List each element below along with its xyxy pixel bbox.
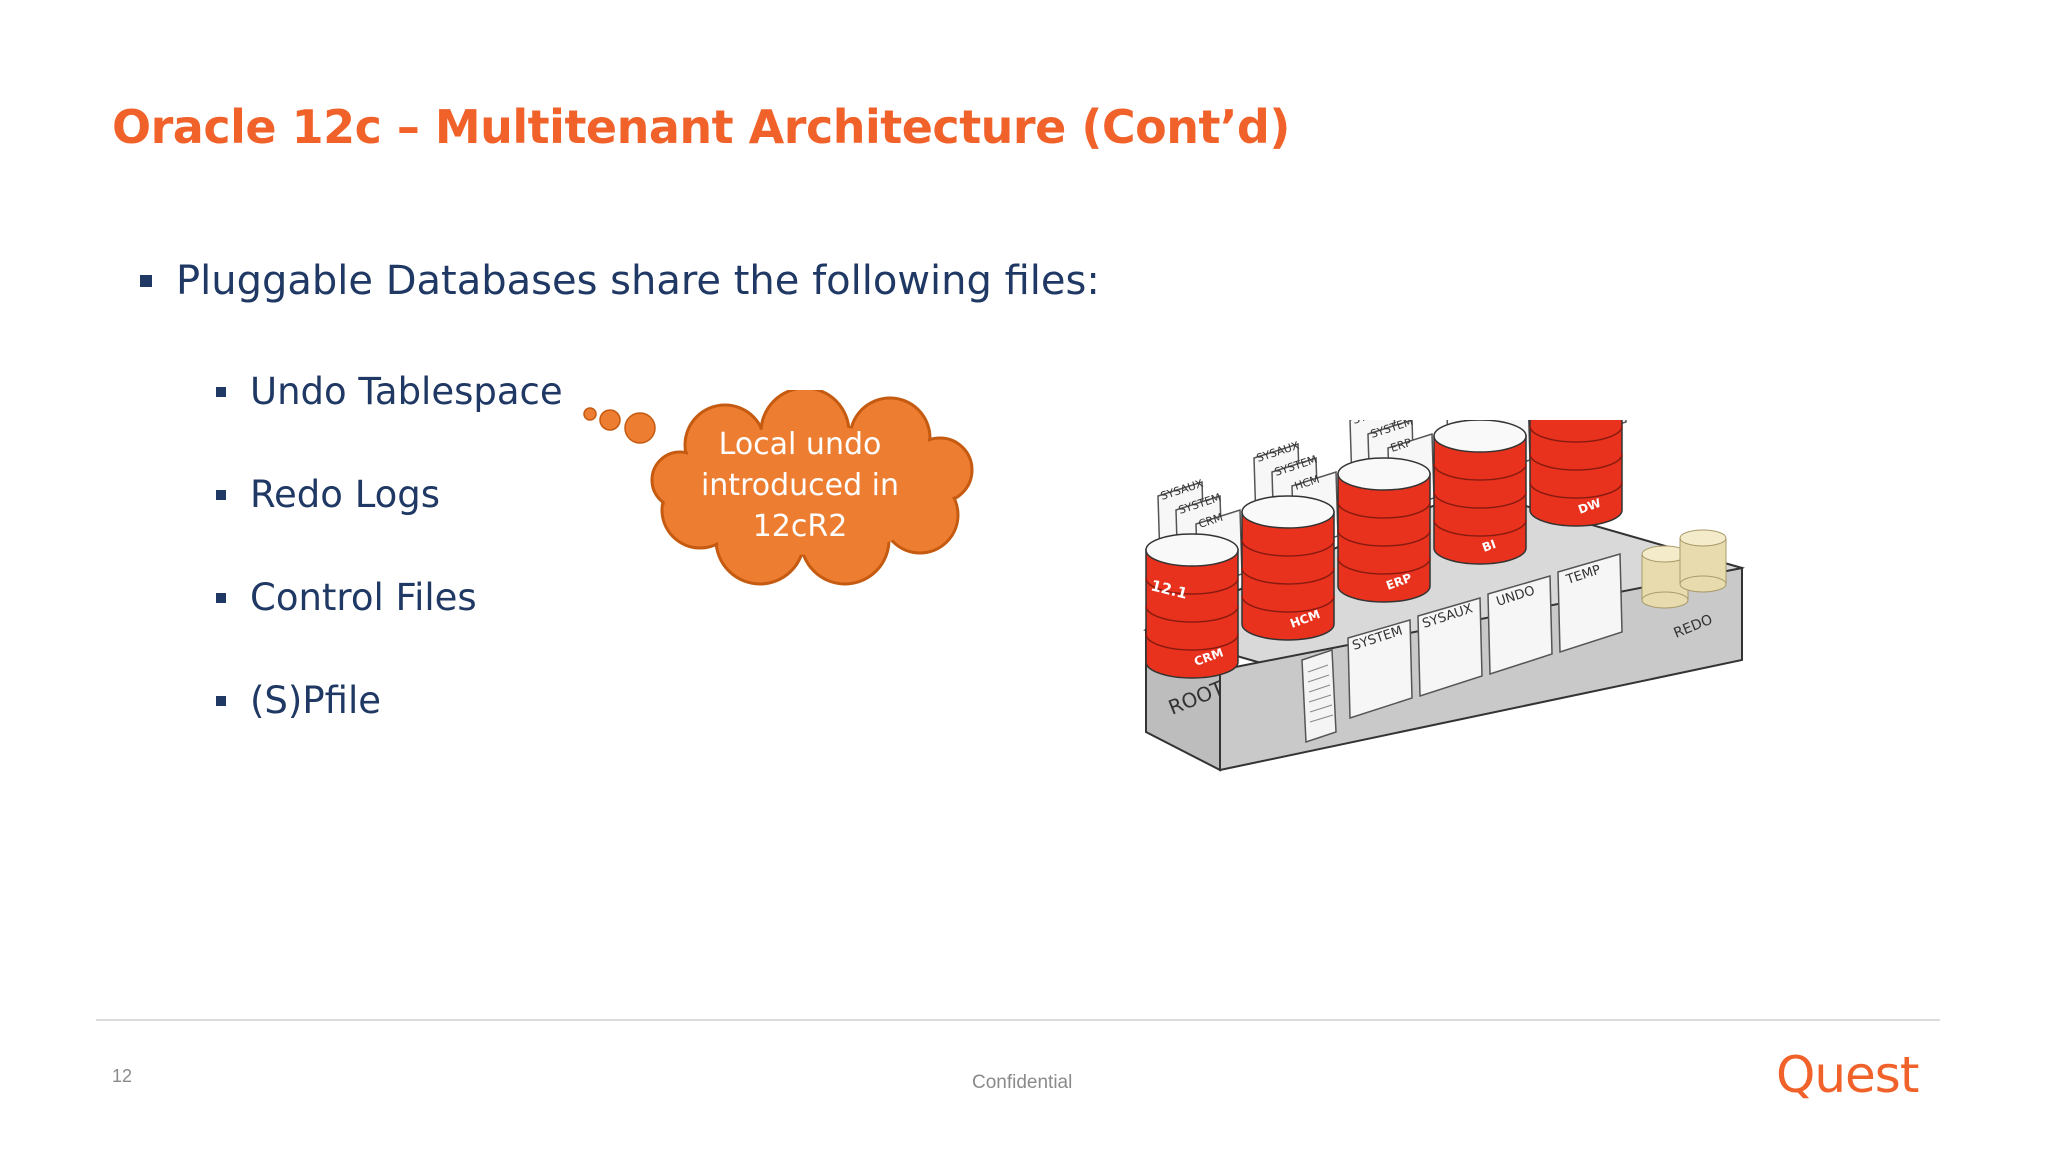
- pdb-cylinder-band: [1529, 481, 1623, 499]
- container-file-sysaux: [1417, 597, 1483, 698]
- control-file-icon: [1301, 648, 1337, 744]
- pdb-dw: SYSAUXSYSTEMDWDW: [1529, 420, 1627, 527]
- thought-cloud-callout: [583, 390, 974, 586]
- pdb-cylinder-band: [1145, 577, 1239, 595]
- pdb-cylinder-band: [1433, 519, 1527, 537]
- container-file-temp: [1557, 553, 1623, 654]
- pdb-cylinder-band: [1529, 453, 1623, 471]
- sub-bullet-text: (S)Pfile: [250, 679, 382, 722]
- bullet-square-icon: [216, 592, 226, 603]
- main-bullet-text: Pluggable Databases share the following …: [176, 258, 1100, 304]
- pdb-cylinder-band: [1241, 567, 1335, 585]
- pdb-cylinder-body: [1529, 420, 1623, 527]
- bullet-square-icon: [216, 386, 226, 397]
- container-file-system: [1347, 619, 1413, 720]
- pdb-cylinder-band: [1241, 539, 1335, 557]
- pdb-cylinder-band: [1433, 491, 1527, 509]
- container-file-undo: [1487, 575, 1553, 676]
- pdb-erp: SYSAUXSYSTEMERPERP: [1337, 420, 1435, 603]
- pdb-cylinder-top: [1433, 420, 1527, 453]
- quest-logo: Quest: [1776, 1046, 1919, 1104]
- pdb-cylinder-body: [1433, 435, 1527, 565]
- sub-bullet-redo: Redo Logs: [216, 473, 440, 516]
- pdb-cylinder-band: [1337, 557, 1431, 575]
- callout-line: 12cR2: [752, 509, 848, 544]
- callout-text: Local undo introduced in 12cR2: [680, 424, 920, 547]
- pdb-cylinder-band: [1145, 605, 1239, 623]
- slide-title: Oracle 12c – Multitenant Architecture (C…: [112, 100, 1290, 154]
- pdb-cylinder-top: [1241, 495, 1335, 529]
- pdb-cylinder-body: [1145, 549, 1239, 679]
- callout-line: introduced in: [700, 468, 900, 503]
- pdb-name-label: BI: [1480, 537, 1498, 555]
- page-number: 12: [112, 1066, 133, 1086]
- redo-log-cylinders: [1641, 529, 1727, 609]
- sub-bullet-control: Control Files: [216, 576, 477, 619]
- sub-bullet-spfile: (S)Pfile: [216, 679, 381, 722]
- bullet-square-icon: [216, 695, 226, 706]
- pdb-cylinder-body: [1337, 473, 1431, 603]
- pdb-cylinder-body: [1241, 511, 1335, 641]
- multitenant-diagram: ROOT SYSTEM SYSAUX UNDO TEMP REDO SYSAUX…: [1143, 420, 1745, 772]
- pdb-cylinder-top: [1337, 457, 1431, 491]
- bullet-square-icon: [216, 489, 226, 500]
- logo-text: Quest: [1776, 1046, 1919, 1104]
- bullet-square-icon: [140, 275, 152, 287]
- pdb-cylinder-band: [1241, 595, 1335, 613]
- callout-line: Local undo: [718, 427, 882, 462]
- pdb-cylinder-band: [1433, 463, 1527, 481]
- pdb-file-label: ERP: [1389, 436, 1414, 455]
- sub-bullet-text: Control Files: [250, 576, 477, 619]
- sub-bullet-text: Undo Tablespace: [250, 370, 563, 413]
- pdb-bi: SYSAUXSYSTEMBIBI: [1433, 420, 1531, 565]
- pdb-cylinder-top: [1145, 533, 1239, 567]
- sub-bullet-undo: Undo Tablespace: [216, 370, 563, 413]
- pdb-cylinders: SYSAUXSYSTEMCRMCRM12.1SYSAUXSYSTEMHCMHCM…: [1145, 420, 1627, 679]
- pdb-cylinder-band: [1145, 633, 1239, 651]
- sub-bullet-text: Redo Logs: [250, 473, 441, 516]
- pdb-cylinder-band: [1529, 425, 1623, 443]
- main-bullet: Pluggable Databases share the following …: [140, 258, 1100, 304]
- pdb-cylinder-band: [1337, 529, 1431, 547]
- pdb-cylinder-band: [1337, 501, 1431, 519]
- footer-divider: [96, 1019, 1940, 1021]
- confidential-label: Confidential: [972, 1072, 1073, 1093]
